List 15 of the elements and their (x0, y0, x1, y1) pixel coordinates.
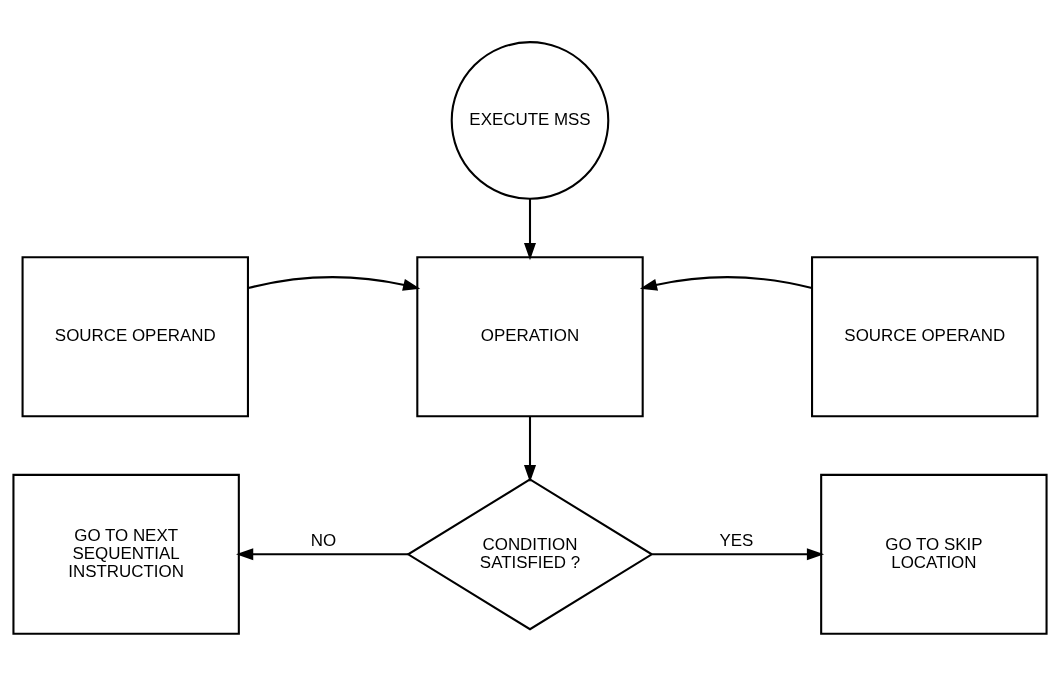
node-diamond: CONDITION SATISFIED ? (406, 477, 654, 630)
node-circle: EXECUTE MSS (450, 40, 610, 200)
node-box: GO TO NEXT SEQUENTIAL INSTRUCTION (12, 473, 240, 635)
arrow (639, 275, 813, 291)
arrow (247, 275, 421, 291)
node-box: SOURCE OPERAND (811, 255, 1039, 417)
arrow (523, 198, 537, 260)
arrow (523, 415, 537, 482)
arrow (652, 547, 825, 560)
edge-label: NO (310, 530, 337, 550)
edge-label: YES (719, 530, 754, 550)
arrow (236, 547, 409, 560)
node-box: SOURCE OPERAND (21, 255, 249, 417)
node-box: GO TO SKIP LOCATION (820, 473, 1048, 635)
node-box: OPERATION (416, 255, 644, 417)
